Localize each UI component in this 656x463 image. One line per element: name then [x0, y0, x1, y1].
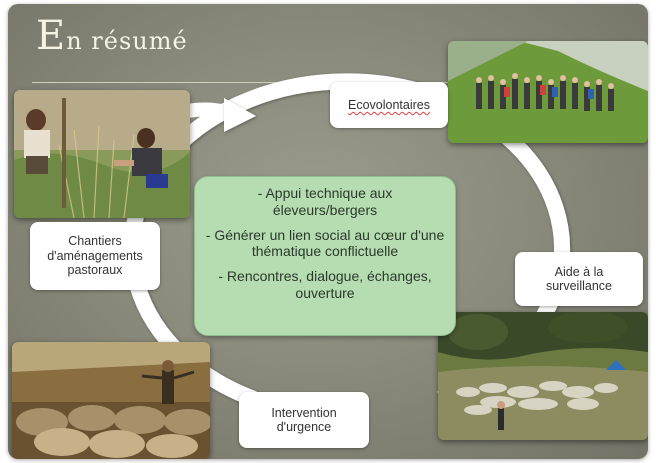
summary-box: - Appui technique aux éleveurs/bergers -… — [194, 176, 456, 336]
label-ecovolontaires: Ecovolontaires — [330, 82, 448, 128]
summary-point: - Rencontres, dialogue, échanges, ouvert… — [218, 268, 432, 301]
intervention-line-2: d'urgence — [276, 420, 332, 434]
chantiers-text: Chantiers d'aménagements pastoraux — [47, 234, 143, 277]
slide-title: En résumé — [36, 16, 188, 56]
title-initial: E — [36, 13, 67, 59]
aide-text: Aide à la surveillance — [546, 265, 612, 294]
label-aide-surveillance: Aide à la surveillance — [515, 252, 643, 306]
chantiers-line-3: pastoraux — [67, 263, 123, 278]
summary-point: - Appui technique aux éleveurs/bergers — [257, 185, 393, 218]
aide-line-2: surveillance — [545, 279, 612, 293]
ecovolontaires-text: Ecovolontaires — [348, 97, 430, 112]
label-chantiers-amenagements: Chantiers d'aménagements pastoraux — [30, 222, 160, 290]
aide-line-1: Aide à la — [554, 264, 604, 279]
intervention-text: Intervention d'urgence — [271, 406, 336, 435]
label-intervention-urgence: Intervention d'urgence — [239, 392, 369, 448]
photo-fence-workers — [14, 90, 190, 218]
chantiers-line-2: d'aménagements — [47, 248, 143, 263]
cycle-arrowhead — [224, 98, 256, 132]
title-rest: n résumé — [66, 27, 188, 55]
photo-shepherd-with-sheep — [12, 342, 210, 459]
chantiers-line-1: Chantiers — [68, 234, 122, 249]
photo-sheep-flock — [438, 312, 648, 440]
intervention-line-1: Intervention — [271, 405, 337, 420]
photo-volunteer-group — [448, 41, 648, 143]
summary-point: - Générer un lien social au cœur d'une t… — [205, 226, 445, 260]
slide: En résumé — [8, 4, 648, 459]
title-divider — [32, 82, 472, 83]
